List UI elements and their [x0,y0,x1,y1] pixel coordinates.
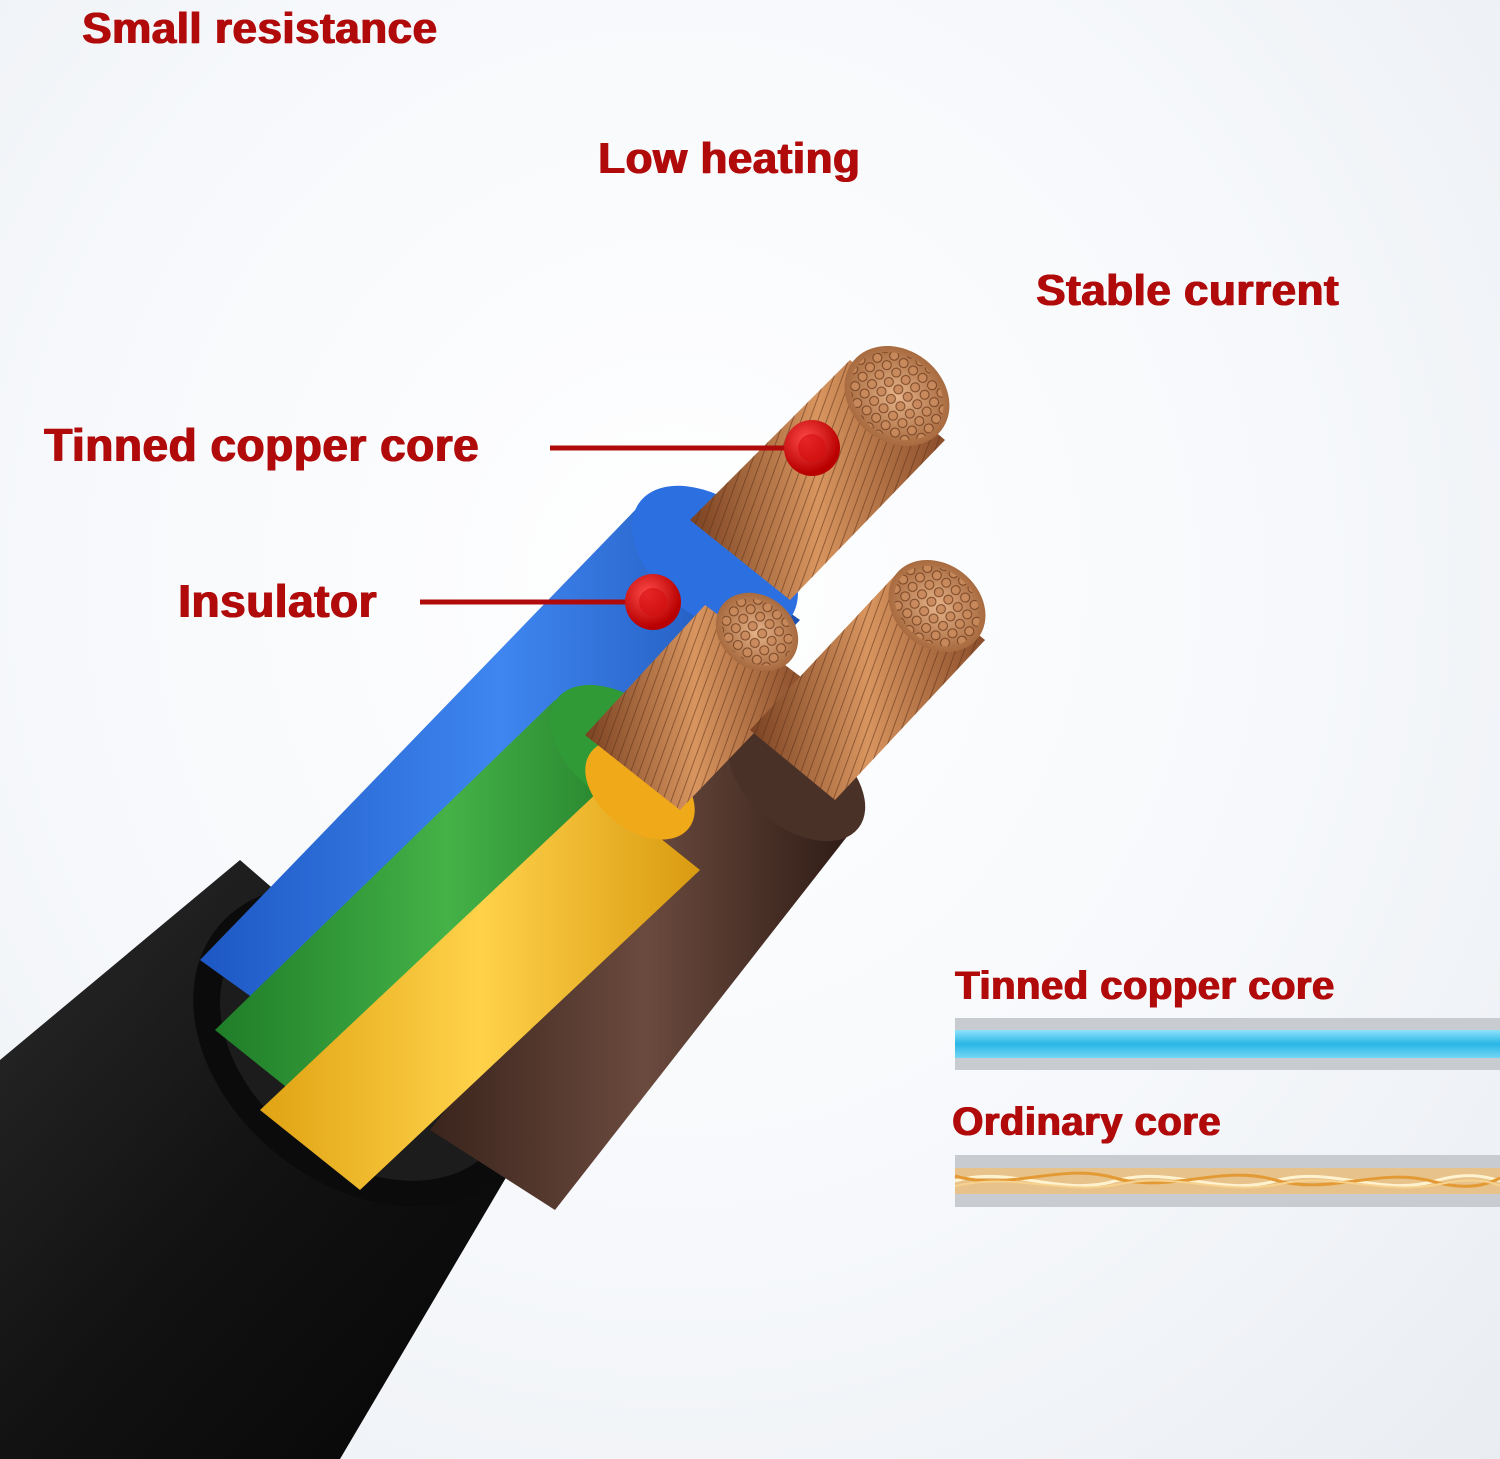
copper-conductor-top [690,345,950,600]
comparison-tinned-label: Tinned copper core [955,964,1335,1008]
feature-small-resistance: Small resistance [82,4,438,53]
callout-leader-insulator [420,574,681,630]
feature-stable-current: Stable current [1036,266,1339,315]
callout-leader-copper [550,420,840,476]
ordinary-core-strip [954,1155,1500,1207]
copper-conductor-right [750,559,986,800]
callout-tinned-copper-core: Tinned copper core [44,419,480,471]
callout-insulator: Insulator [178,575,377,627]
copper-conductor-middle [585,592,805,810]
tinned-copper-strip [955,1018,1500,1070]
comparison-ordinary-label: Ordinary core [952,1100,1221,1144]
feature-low-heating: Low heating [598,134,861,183]
